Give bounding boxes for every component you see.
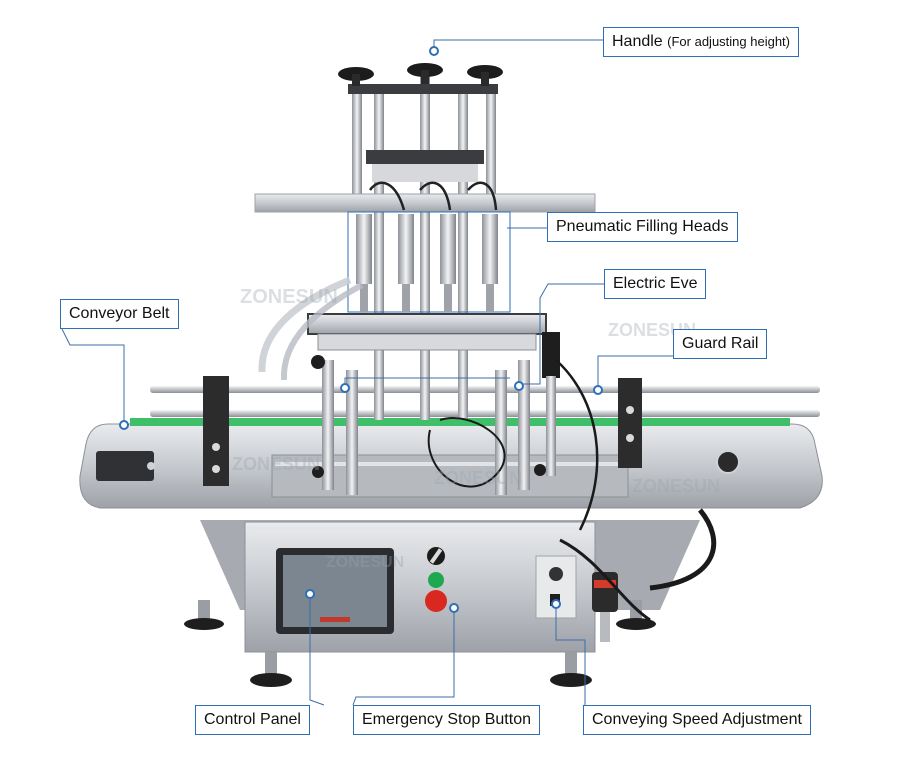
start-selector: [427, 547, 445, 565]
electric-eye-sensor: [542, 332, 560, 476]
callout-handle: Handle (For adjusting height): [603, 27, 799, 57]
callout-filling-heads: Pneumatic Filling Heads: [547, 212, 738, 242]
callout-control-panel: Control Panel: [195, 705, 310, 735]
marker-dot: [593, 385, 603, 395]
callout-electric-eye: Electric Eve: [604, 269, 707, 299]
marker-dot: [551, 599, 561, 609]
pneumatic-filling-heads: [347, 181, 511, 313]
handle-wheels: [338, 63, 503, 86]
marker-dots: [119, 46, 603, 613]
watermark-text: ZONESUN: [326, 554, 404, 571]
marker-dot: [305, 589, 315, 599]
conveyor-belt-surface: [130, 418, 790, 426]
callout-speed-adjustment: Conveying Speed Adjustment: [583, 705, 811, 735]
marker-dot: [119, 420, 129, 430]
marker-dot: [340, 383, 350, 393]
watermark-text: ZONESUN: [232, 454, 320, 474]
marker-dot: [429, 46, 439, 56]
control-panel-touchscreen: [276, 548, 394, 634]
nozzle-plate: [307, 313, 547, 351]
start-button: [428, 572, 444, 588]
touchscreen-brand-mark: [320, 617, 350, 622]
callout-conveyor-belt: Conveyor Belt: [60, 299, 179, 329]
callout-emergency-stop: Emergency Stop Button: [353, 705, 540, 735]
feed-hoses: [258, 276, 364, 381]
guard-rails: [150, 376, 820, 486]
callout-handle-label: Handle: [612, 33, 663, 50]
air-regulator: [592, 572, 618, 642]
watermark-text: ZONESUN: [434, 468, 522, 488]
cross-beam: [254, 193, 596, 213]
marker-dot: [449, 603, 459, 613]
watermark-text: ZONESUN: [240, 286, 338, 308]
emergency-stop-button: [425, 590, 447, 612]
callout-handle-note: (For adjusting height): [667, 34, 790, 49]
lifting-column: [348, 70, 498, 420]
leader-lines: [61, 39, 673, 706]
watermark-text: ZONESUN: [632, 476, 720, 496]
callout-guard-rail: Guard Rail: [673, 329, 768, 359]
cables: [427, 359, 717, 622]
marker-dot: [514, 381, 524, 391]
